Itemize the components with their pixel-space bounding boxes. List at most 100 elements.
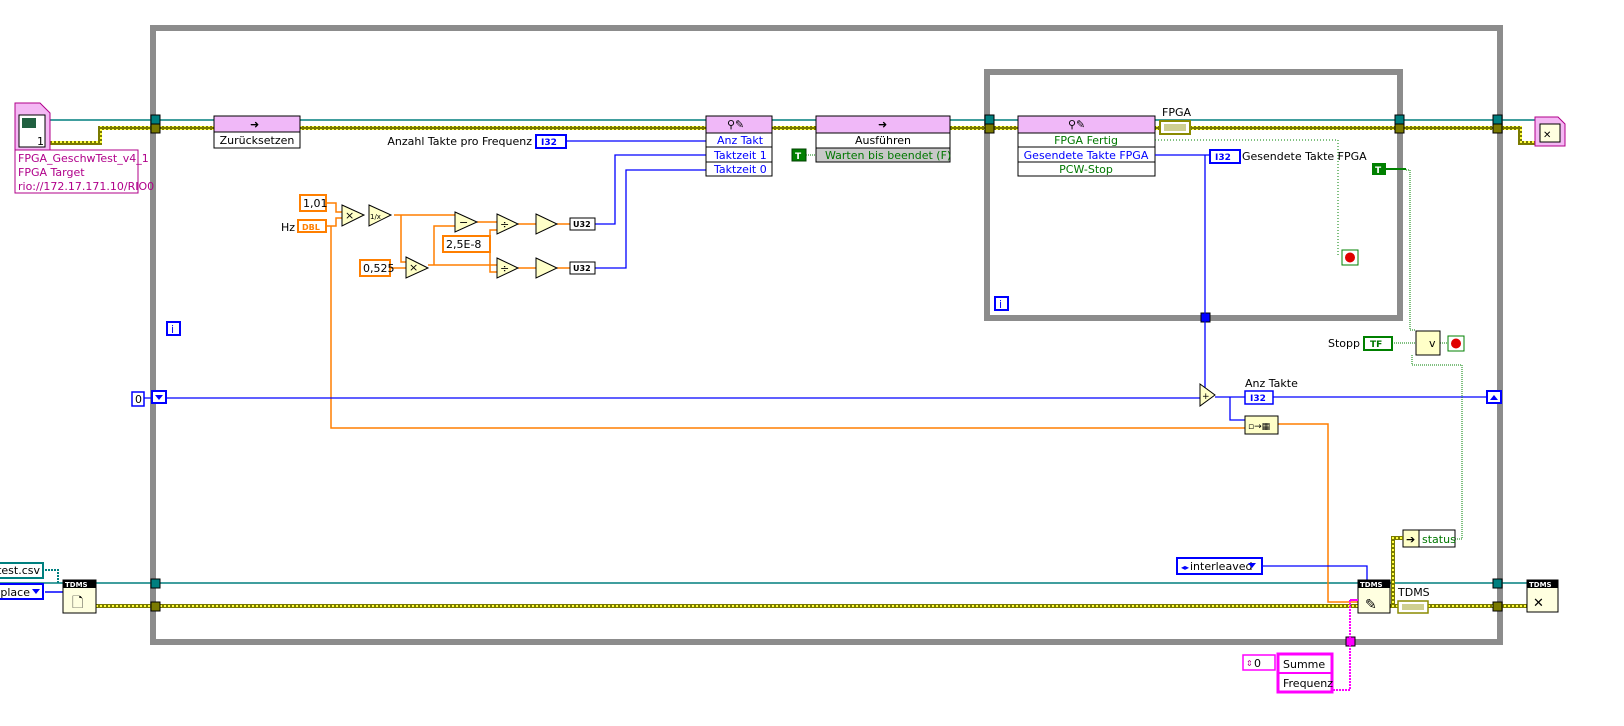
tdms-label: TDMS (1397, 586, 1430, 599)
write-taktzeit-1: Taktzeit 1 (713, 149, 767, 162)
divide-symbol: ÷ (500, 218, 509, 231)
pencil-icon: ✎ (1365, 597, 1377, 613)
fpga-resource: rio://172.17.171.10/RIO0 (18, 180, 154, 193)
svg-text:i: i (999, 298, 1002, 311)
shift-init-const[interactable]: 0 (131, 391, 145, 407)
shift-register-left[interactable] (151, 390, 167, 404)
true-constant-inner[interactable]: T (1372, 163, 1386, 176)
fpga-write-node[interactable]: ⚲✎ Anz Takt Taktzeit 1 Taktzeit 0 (705, 115, 773, 177)
anzahl-takte-control[interactable]: I32 (535, 134, 567, 149)
interleave-mode-constant[interactable]: ◂▸ interleaved (1176, 557, 1263, 575)
gesendete-takte-indicator[interactable]: I32 (1209, 149, 1241, 164)
subtract-symbol: − (459, 216, 468, 229)
icon-number: 1 (37, 135, 44, 148)
anzahl-takte-label: Anzahl Takte pro Frequenz (387, 135, 532, 148)
const-0-525[interactable]: 0,525 (359, 259, 395, 277)
close-file-icon: ✕ (1533, 596, 1544, 611)
u32-conversion-2: U32 (569, 261, 596, 275)
const-2-5e-8[interactable]: 2,5E-8 (442, 235, 491, 253)
svg-text:0: 0 (135, 393, 142, 406)
svg-text:T: T (1375, 166, 1382, 176)
gesendete-takte-label: Gesendete Takte FPGA (1242, 150, 1367, 163)
svg-text:I32: I32 (1250, 394, 1266, 404)
anz-takte-indicator[interactable]: I32 (1244, 390, 1274, 405)
read-write-glasses-icon: ⚲✎ (727, 118, 744, 131)
tdms-write-node[interactable]: TDMS ✎ (1357, 579, 1391, 614)
true-constant[interactable]: T (791, 148, 807, 162)
svg-text:v: v (1429, 337, 1436, 350)
read-write-glasses-icon: ⚲✎ (1068, 118, 1085, 131)
i32-tag: I32 (1215, 153, 1231, 163)
svg-text:0,525: 0,525 (363, 262, 395, 275)
to-integer-node (535, 213, 559, 235)
array-index: 0 (1254, 657, 1261, 670)
hz-label: Hz (281, 221, 295, 234)
svg-text:TDMS: TDMS (1360, 581, 1383, 589)
run-method-label: Ausführen (855, 134, 911, 147)
tdms-close-node[interactable]: TDMS ✕ (1526, 579, 1559, 613)
svg-text:U32: U32 (573, 220, 591, 229)
fpga-vi-name: FPGA_GeschwTest_v4_1 (18, 152, 149, 165)
svg-text:TDMS: TDMS (65, 581, 88, 589)
hz-control[interactable]: DBL (297, 219, 327, 233)
u32-conversion-1: U32 (569, 217, 596, 231)
multiply-node (341, 204, 366, 227)
oscilloscope-icon (22, 118, 36, 128)
invoke-arrow-icon: ➜ (250, 118, 259, 131)
shift-register-right[interactable] (1486, 390, 1502, 404)
array-item-frequenz: Frequenz (1283, 677, 1333, 690)
multiply-symbol-2: × (409, 261, 418, 274)
outer-stop-terminal[interactable] (1447, 335, 1465, 352)
const-1-01[interactable]: 1,01 (299, 194, 328, 212)
build-array-icon: ▫→▦ (1248, 422, 1270, 432)
svg-text:i: i (171, 323, 174, 336)
fpga-target: FPGA Target (18, 166, 85, 179)
run-wait-param: Warten bis beendet (F) (825, 149, 951, 162)
stop-icon (1451, 338, 1461, 349)
invoke-arrow-icon: ➜ (878, 118, 887, 131)
open-mode-constant[interactable]: replace (0, 583, 44, 600)
top-wires (0, 119, 1535, 608)
svg-text:2,5E-8: 2,5E-8 (446, 238, 481, 251)
channel-names-array[interactable]: ⇕ 0 Summe Frequenz (1242, 652, 1334, 694)
math-wires (326, 202, 1358, 603)
arrow-right-icon: ➔ (1406, 533, 1415, 546)
open-file-icon: 🗋 (72, 595, 83, 611)
stopp-control[interactable]: TF (1363, 336, 1393, 351)
arrow-up-icon (1490, 395, 1498, 400)
outer-while-loop[interactable] (150, 25, 1503, 645)
divide-symbol-2: ÷ (500, 262, 509, 275)
math-primitives[interactable] (341, 204, 559, 279)
or-node[interactable]: v (1415, 330, 1441, 356)
fpga-refnum-indicator[interactable] (1159, 120, 1191, 135)
write-anz-takt: Anz Takt (717, 134, 764, 147)
svg-text:1,01: 1,01 (303, 197, 328, 210)
fpga-read-node[interactable]: ⚲✎ FPGA Fertig Gesendete Takte FPGA PCW-… (1017, 115, 1156, 177)
svg-text:interleaved: interleaved (1190, 560, 1252, 573)
divide-node (496, 213, 520, 235)
divide-node-2 (496, 257, 520, 279)
stop-icon (1345, 252, 1355, 263)
reciprocal-node (368, 204, 393, 227)
svg-text:replace: replace (0, 586, 30, 599)
add-node[interactable]: + (1199, 383, 1216, 407)
unbundle-status-node[interactable]: ➔ status (1402, 529, 1456, 548)
close-fpga-reference-node[interactable]: ✕ (1534, 116, 1566, 147)
svg-text:TF: TF (1370, 340, 1382, 350)
to-integer-node-2 (535, 257, 559, 279)
tdms-refnum-indicator[interactable] (1397, 600, 1429, 614)
build-array-node[interactable]: ▫→▦ (1244, 415, 1279, 435)
dropdown-arrow-icon (32, 589, 40, 594)
inner-stop-terminal[interactable] (1341, 249, 1359, 266)
fpga-vi-reference[interactable]: 1 FPGA_GeschwTest_v4_1 FPGA Target rio:/… (14, 102, 154, 194)
read-fpga-fertig: FPGA Fertig (1054, 134, 1118, 147)
run-method-node[interactable]: ➜ Ausführen Warten bis beendet (F) (815, 115, 951, 163)
reset-method-node[interactable]: ➜ Zurücksetzen (213, 115, 301, 149)
write-taktzeit-0: Taktzeit 0 (713, 163, 767, 176)
file-path-constant[interactable]: test.csv (0, 562, 44, 579)
anz-takte-label: Anz Takte (1245, 377, 1298, 390)
inner-while-loop[interactable] (984, 69, 1403, 321)
tdms-open-node[interactable]: TDMS 🗋 (62, 579, 97, 614)
stopp-label: Stopp (1328, 337, 1360, 350)
